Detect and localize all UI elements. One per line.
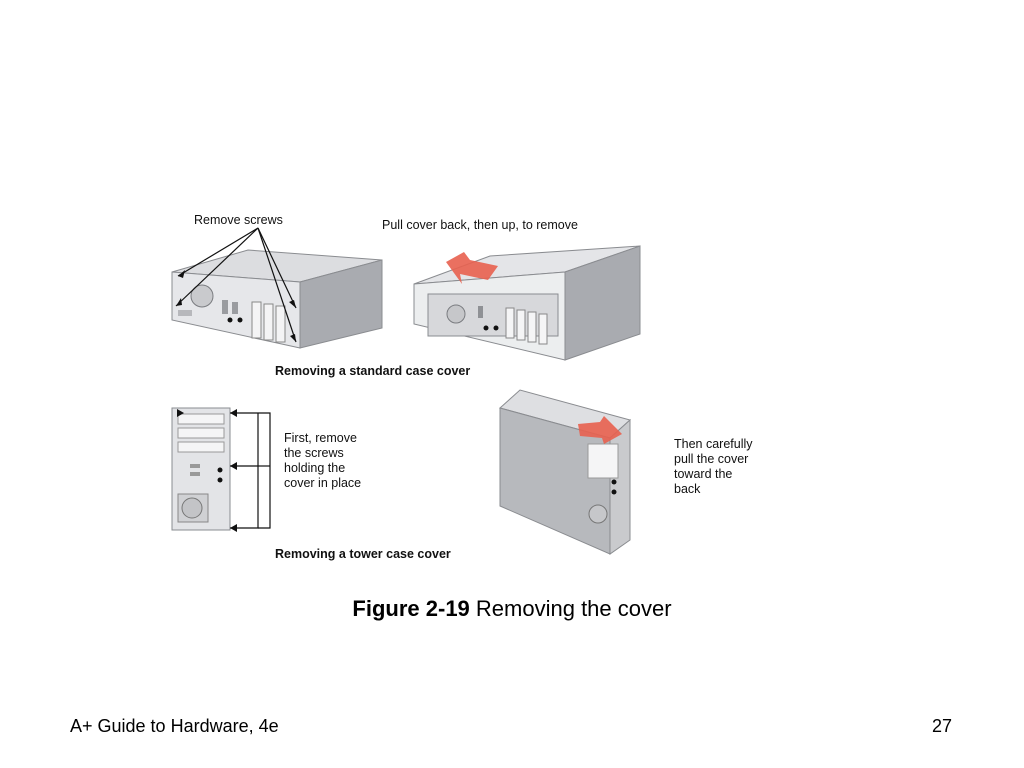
tower-case-side [498,389,632,555]
case-illustrations [171,227,641,555]
pull-cover-label: Pull cover back, then up, to remove [382,218,578,232]
tower-case-caption: Removing a tower case cover [275,547,451,561]
pull-cover-arrow [446,252,498,284]
then-carefully-label: Then carefully pull the cover toward the… [674,437,753,496]
standard-case-caption: Removing a standard case cover [275,364,471,378]
remove-screws-arrowheads [176,270,296,342]
figure-number: Figure 2-19 [352,596,470,621]
figure-title: Removing the cover [469,596,672,621]
remove-screws-label: Remove screws [194,213,283,227]
tower-screw-arrows [230,412,271,529]
standard-case-right [413,245,641,361]
tower-case-front [171,407,231,531]
figure-caption: Figure 2-19 Removing the cover [0,596,1024,622]
standard-case-left [171,249,383,349]
tower-screw-arrowheads [177,409,237,532]
case-cover-figure: Remove screws Pull cover back, then up, … [170,210,778,564]
pull-tower-cover-arrow [578,416,622,444]
remove-screws-arrows [175,227,297,343]
footer-page-number: 27 [931,716,952,736]
footer-book-title: A+ Guide to Hardware, 4e [70,716,279,736]
first-remove-label: First, remove the screws holding the cov… [284,431,362,490]
